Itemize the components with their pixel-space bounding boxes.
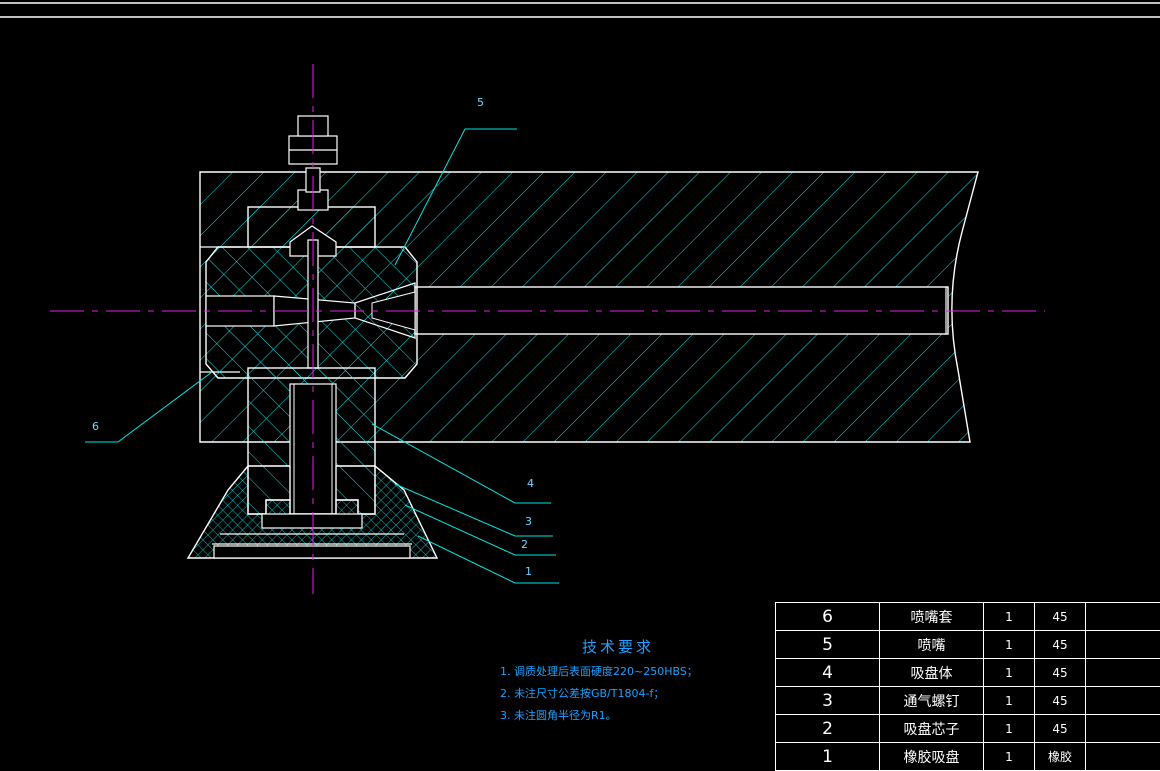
bom-part-no: 3 <box>776 687 880 715</box>
bom-row: 2 吸盘芯子 1 45 <box>776 715 1160 743</box>
bom-qty: 1 <box>984 743 1035 771</box>
bom-material: 45 <box>1035 659 1086 687</box>
technical-requirements: 技术要求 1. 调质处理后表面硬度220~250HBS； 2. 未注尺寸公差按G… <box>500 636 698 727</box>
tech-req-line-3: 3. 未注圆角半径为R1。 <box>500 705 698 727</box>
bom-part-no: 1 <box>776 743 880 771</box>
bom-qty: 1 <box>984 687 1035 715</box>
bom-part-no: 6 <box>776 603 880 631</box>
bom-row: 4 吸盘体 1 45 <box>776 659 1160 687</box>
tech-req-line-2: 2. 未注尺寸公差按GB/T1804-f； <box>500 683 698 705</box>
bill-of-materials: 6 喷嘴套 1 45 5 喷嘴 1 45 4 吸盘体 1 45 3 通气螺钉 1… <box>775 602 1160 771</box>
bom-material: 45 <box>1035 687 1086 715</box>
part-label-5: 5 <box>477 96 484 109</box>
bom-qty: 1 <box>984 715 1035 743</box>
bom-part-name: 吸盘体 <box>880 659 984 687</box>
bom-material: 橡胶 <box>1035 743 1086 771</box>
bom-part-name: 吸盘芯子 <box>880 715 984 743</box>
bom-material: 45 <box>1035 603 1086 631</box>
bom-part-name: 喷嘴 <box>880 631 984 659</box>
bom-row: 1 橡胶吸盘 1 橡胶 <box>776 743 1160 771</box>
tech-req-title: 技术要求 <box>582 636 698 657</box>
tech-req-line-1: 1. 调质处理后表面硬度220~250HBS； <box>500 661 698 683</box>
bom-row: 6 喷嘴套 1 45 <box>776 603 1160 631</box>
bom-row: 5 喷嘴 1 45 <box>776 631 1160 659</box>
bom-remark <box>1086 715 1160 743</box>
part-label-6: 6 <box>92 420 99 433</box>
bom-remark <box>1086 603 1160 631</box>
bom-part-name: 通气螺钉 <box>880 687 984 715</box>
bom-part-no: 4 <box>776 659 880 687</box>
bom-qty: 1 <box>984 659 1035 687</box>
bom-qty: 1 <box>984 631 1035 659</box>
bom-remark <box>1086 687 1160 715</box>
bom-remark <box>1086 659 1160 687</box>
bom-remark <box>1086 631 1160 659</box>
suction-core <box>248 368 375 514</box>
bom-row: 3 通气螺钉 1 45 <box>776 687 1160 715</box>
bom-part-name: 喷嘴套 <box>880 603 984 631</box>
bom-material: 45 <box>1035 631 1086 659</box>
part-label-1: 1 <box>525 565 532 578</box>
bom-qty: 1 <box>984 603 1035 631</box>
bom-part-no: 2 <box>776 715 880 743</box>
part-label-2: 2 <box>521 538 528 551</box>
bom-part-name: 橡胶吸盘 <box>880 743 984 771</box>
drawing-frame <box>0 3 1160 17</box>
part-label-3: 3 <box>525 515 532 528</box>
part-label-4: 4 <box>527 477 534 490</box>
bom-material: 45 <box>1035 715 1086 743</box>
bom-remark <box>1086 743 1160 771</box>
bom-part-no: 5 <box>776 631 880 659</box>
